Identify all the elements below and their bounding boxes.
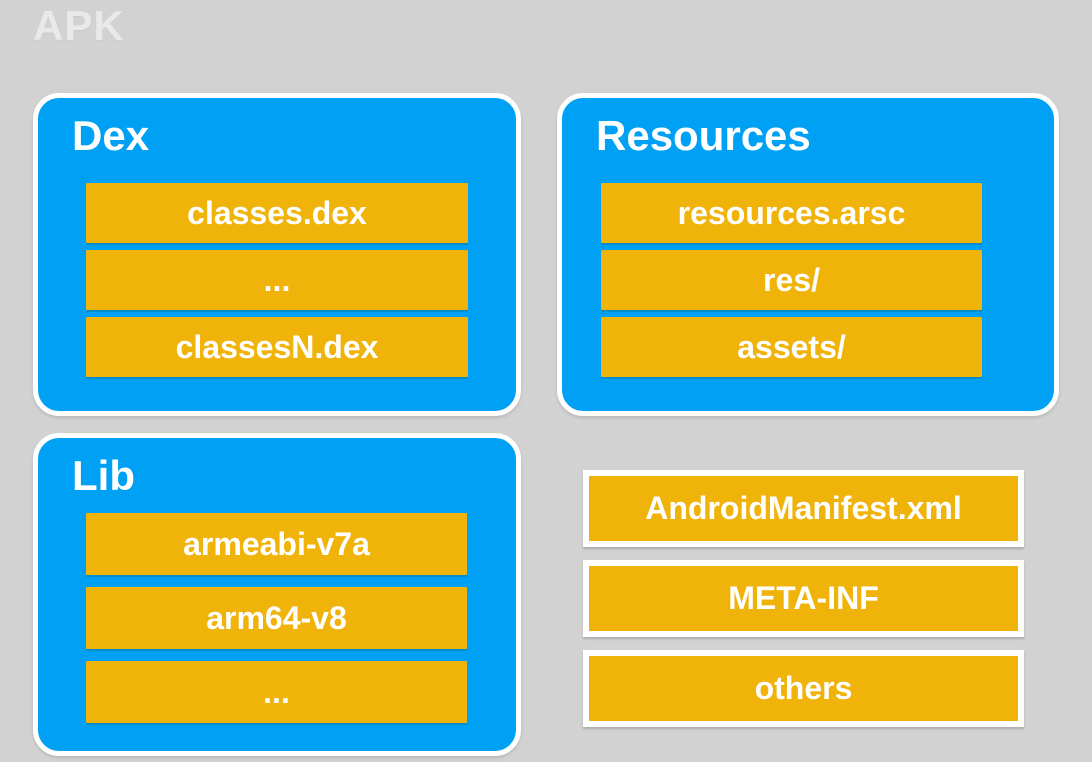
lib-file-list: armeabi-v7a arm64-v8 ...: [86, 513, 467, 723]
others-box: others: [583, 650, 1024, 727]
lib-panel: Lib armeabi-v7a arm64-v8 ...: [33, 433, 521, 756]
file-item-classesn-dex: classesN.dex: [86, 317, 468, 377]
file-item-ellipsis: ...: [86, 250, 468, 310]
file-item-arm64-v8: arm64-v8: [86, 587, 467, 649]
dex-panel-title: Dex: [72, 112, 150, 159]
resources-file-list: resources.arsc res/ assets/: [601, 183, 982, 377]
file-item-resources-arsc: resources.arsc: [601, 183, 982, 243]
file-item-armeabi-v7a: armeabi-v7a: [86, 513, 467, 575]
resources-panel: Resources resources.arsc res/ assets/: [557, 93, 1059, 416]
android-manifest-box: AndroidManifest.xml: [583, 470, 1024, 547]
resources-panel-title: Resources: [596, 112, 811, 159]
dex-panel: Dex classes.dex ... classesN.dex: [33, 93, 521, 416]
file-item-ellipsis: ...: [86, 661, 467, 723]
lib-panel-title: Lib: [72, 452, 135, 499]
meta-inf-box: META-INF: [583, 560, 1024, 637]
dex-file-list: classes.dex ... classesN.dex: [86, 183, 468, 377]
file-item-classes-dex: classes.dex: [86, 183, 468, 243]
file-item-assets-dir: assets/: [601, 317, 982, 377]
file-item-res-dir: res/: [601, 250, 982, 310]
apk-title: APK: [33, 2, 125, 49]
